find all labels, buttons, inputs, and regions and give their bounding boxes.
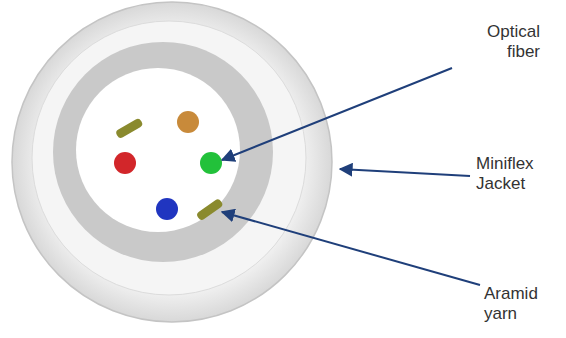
leader-line (340, 169, 470, 176)
leader-line (222, 212, 480, 285)
outer-rim (12, 2, 332, 322)
leader-line (222, 68, 452, 160)
optical-fiber (177, 111, 199, 133)
part-label: Aramid yarn (484, 284, 562, 324)
aramid-yarn (196, 198, 224, 221)
aramid-yarn (115, 118, 144, 140)
optical-fiber (114, 152, 136, 174)
optical-fiber (156, 198, 178, 220)
part-label: Miniflex Jacket (476, 154, 554, 194)
optical-fiber (200, 152, 222, 174)
miniflex-jacket (32, 21, 306, 295)
cable-core (76, 68, 240, 232)
part-label: Optical fiber (462, 22, 540, 62)
